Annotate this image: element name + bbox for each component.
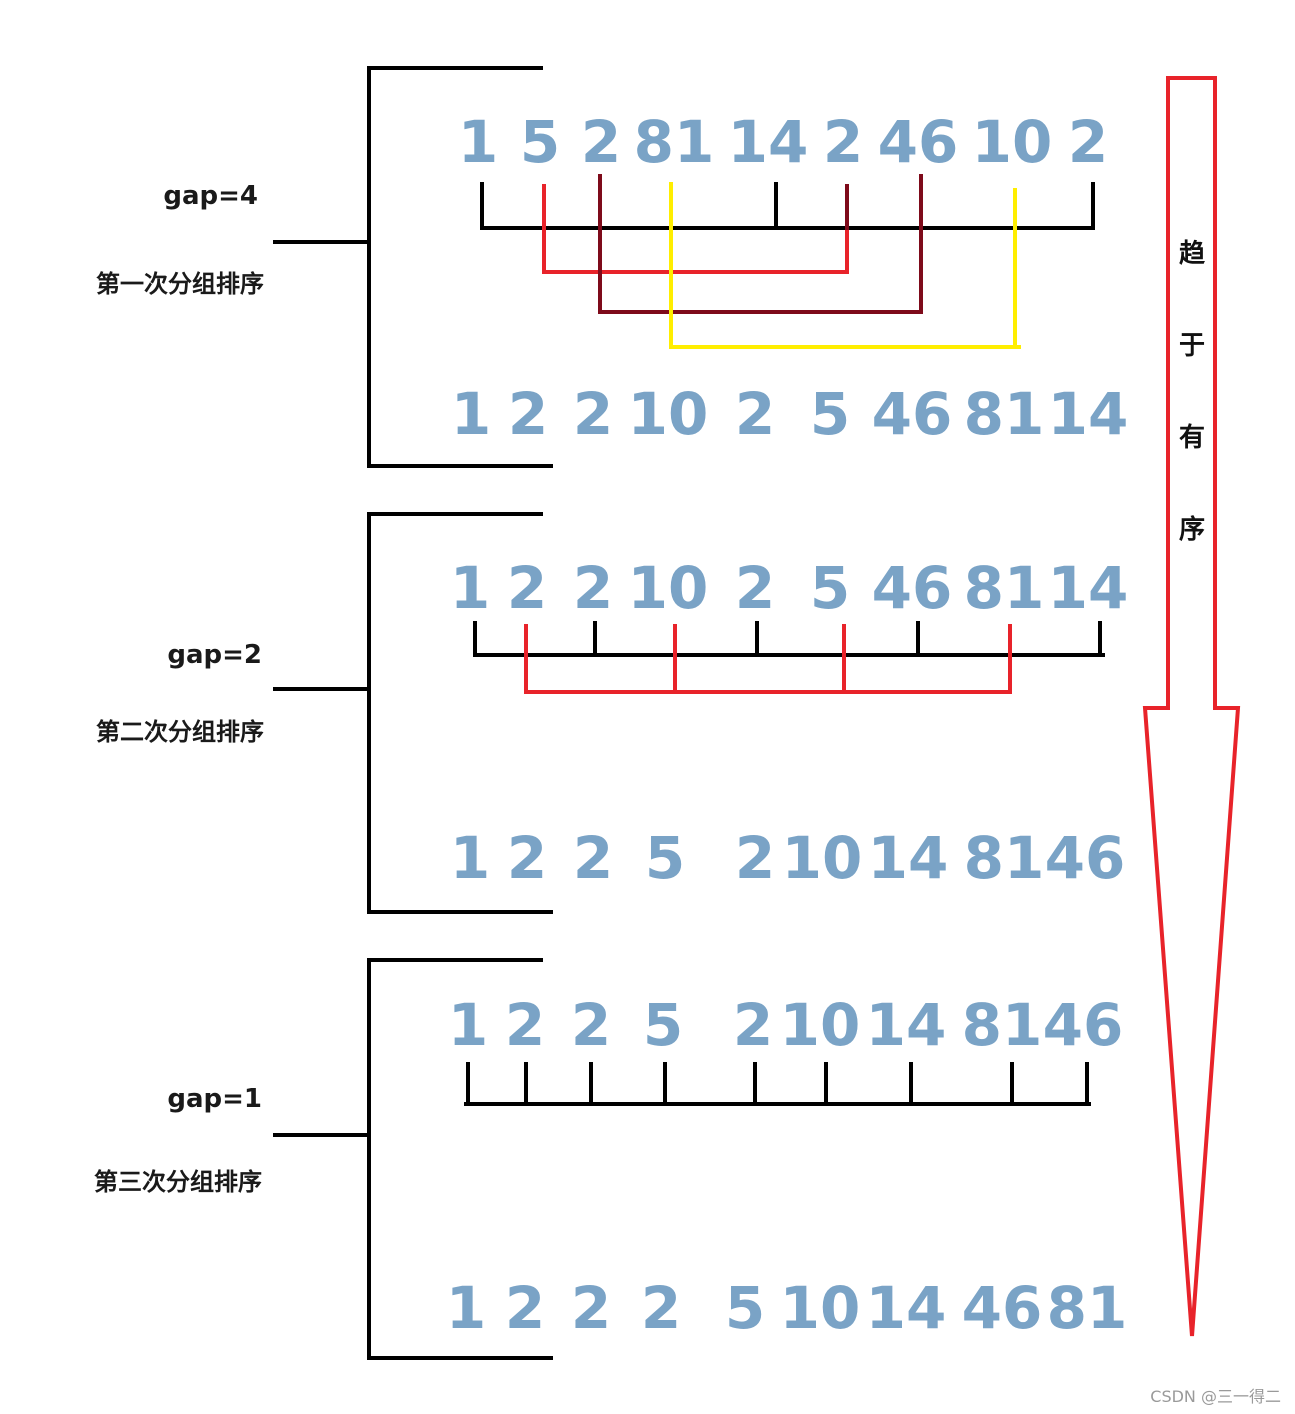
sequence-number: 2 bbox=[507, 554, 547, 622]
sequence-number: 2 bbox=[823, 108, 863, 176]
sequence-number: 14 bbox=[728, 108, 809, 176]
sequence-number: 10 bbox=[972, 108, 1053, 176]
sequence-number: 81 bbox=[964, 380, 1045, 448]
sequence-number: 1 bbox=[448, 991, 488, 1059]
sequence-number: 14 bbox=[868, 824, 949, 892]
sequence-number: 1 bbox=[451, 380, 491, 448]
pass-label: 第三次分组排序 bbox=[94, 1168, 262, 1196]
pass-label: 第二次分组排序 bbox=[96, 718, 264, 746]
sequence-number: 46 bbox=[872, 554, 953, 622]
sequence-number: 2 bbox=[581, 108, 621, 176]
gap-label: gap=2 bbox=[167, 640, 262, 670]
sequence-number: 14 bbox=[1048, 554, 1129, 622]
sequence-number: 46 bbox=[962, 1274, 1043, 1342]
sequence-number: 2 bbox=[505, 1274, 545, 1342]
sequence-number: 10 bbox=[628, 380, 709, 448]
connector-lines bbox=[273, 66, 1105, 1360]
sequence-number: 1 bbox=[450, 554, 490, 622]
sequence-number: 5 bbox=[645, 824, 685, 892]
arrow-label-char: 趋 bbox=[1179, 239, 1206, 269]
sequence-number: 5 bbox=[810, 554, 850, 622]
progress-arrow bbox=[1142, 76, 1241, 1337]
sequence-number: 10 bbox=[780, 991, 861, 1059]
sequence-number: 5 bbox=[520, 108, 560, 176]
sequence-number: 46 bbox=[1043, 991, 1124, 1059]
sequence-number: 46 bbox=[1045, 824, 1126, 892]
gap-label: gap=1 bbox=[167, 1084, 262, 1114]
sequence-number: 81 bbox=[634, 108, 715, 176]
down-arrow-icon bbox=[1142, 76, 1241, 1337]
sequence-number: 14 bbox=[866, 1274, 947, 1342]
sequence-number: 46 bbox=[878, 108, 959, 176]
sequence-number: 10 bbox=[782, 824, 863, 892]
sequence-number: 81 bbox=[1047, 1274, 1128, 1342]
sequence-number: 81 bbox=[964, 554, 1045, 622]
sequence-number: 2 bbox=[573, 824, 613, 892]
sequence-number: 2 bbox=[641, 1274, 681, 1342]
arrow-label-char: 序 bbox=[1179, 514, 1205, 545]
watermark: CSDN @三一得二 bbox=[1150, 1387, 1281, 1406]
sequence-number: 1 bbox=[446, 1274, 486, 1342]
sequence-number: 14 bbox=[1048, 380, 1129, 448]
sequence-number: 10 bbox=[628, 554, 709, 622]
sequence-number: 1 bbox=[450, 824, 490, 892]
sequence-number: 5 bbox=[725, 1274, 765, 1342]
sequence-number: 5 bbox=[643, 991, 683, 1059]
sequence-number: 2 bbox=[735, 380, 775, 448]
sequence-number: 2 bbox=[571, 991, 611, 1059]
sequence-number: 2 bbox=[571, 1274, 611, 1342]
arrow-label-char: 于 bbox=[1179, 331, 1205, 361]
sequence-number: 2 bbox=[573, 380, 613, 448]
sequence-number: 2 bbox=[505, 991, 545, 1059]
pass-label: 第一次分组排序 bbox=[96, 270, 264, 298]
arrow-label-char: 有 bbox=[1179, 423, 1205, 453]
sequence-number: 2 bbox=[733, 991, 773, 1059]
gap-label: gap=4 bbox=[163, 181, 258, 211]
sequence-number: 14 bbox=[866, 991, 947, 1059]
sequence-number: 2 bbox=[735, 554, 775, 622]
sequence-number: 81 bbox=[962, 991, 1043, 1059]
sequence-number: 2 bbox=[573, 554, 613, 622]
sequence-number: 10 bbox=[780, 1274, 861, 1342]
sequence-number: 46 bbox=[872, 380, 953, 448]
sequence-number: 2 bbox=[1068, 108, 1108, 176]
sequence-number: 2 bbox=[508, 380, 548, 448]
sequence-number: 5 bbox=[810, 380, 850, 448]
sequence-number: 81 bbox=[964, 824, 1045, 892]
sequence-number: 2 bbox=[507, 824, 547, 892]
sequence-number: 2 bbox=[735, 824, 775, 892]
sequence-number: 1 bbox=[458, 108, 498, 176]
